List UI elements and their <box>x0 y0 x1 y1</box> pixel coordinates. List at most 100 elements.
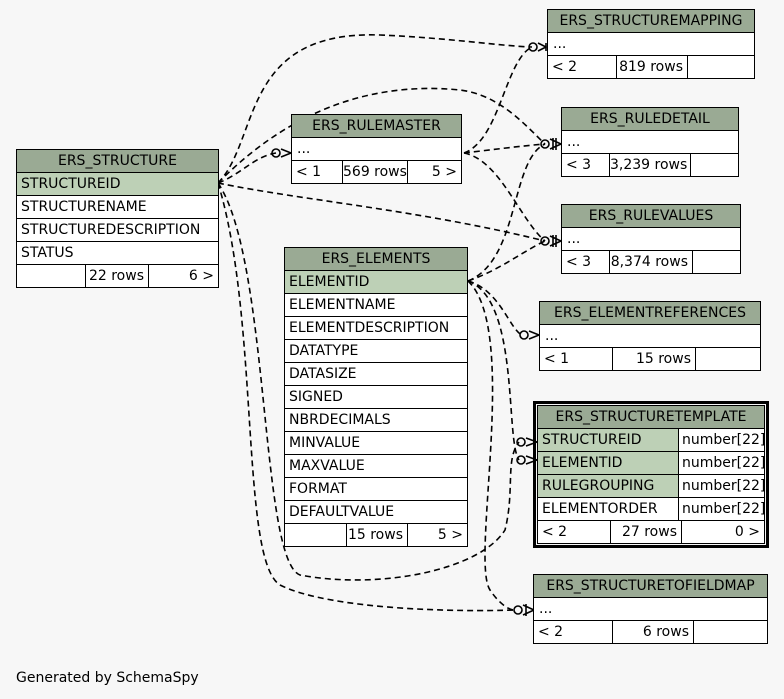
marker-structuretofieldmap <box>513 605 523 615</box>
column-structureid[interactable]: STRUCTUREID <box>17 173 218 196</box>
table-footer: < 1 15 rows <box>540 348 760 370</box>
crowfoot-structuretemplate-1 <box>525 437 540 447</box>
edge-rulemaster-structuremapping <box>463 46 533 154</box>
column-elementorder[interactable]: ELEMENTORDER number[22] <box>538 498 764 521</box>
column-elementid[interactable]: ELEMENTID number[22] <box>538 452 764 475</box>
table-title[interactable]: ERS_ELEMENTS <box>285 248 467 271</box>
edge-elements-structuretemplate <box>467 280 520 461</box>
table-title[interactable]: ERS_ELEMENTREFERENCES <box>540 302 760 325</box>
child-count <box>696 348 760 370</box>
column-type: number[22] <box>679 498 764 520</box>
row-count: 3,239 rows <box>610 154 691 176</box>
table-ers-structuremapping[interactable]: ERS_STRUCTUREMAPPING ... < 2 819 rows <box>547 9 755 79</box>
column-ellipsis: ... <box>292 138 461 161</box>
column-name: ELEMENTID <box>538 452 679 474</box>
column-maxvalue[interactable]: MAXVALUE <box>285 455 467 478</box>
edge-structure-rulemaster <box>217 152 277 184</box>
marker-structuretemplate-1 <box>516 437 526 447</box>
marker-rulemaster <box>271 148 281 158</box>
row-count: 27 rows <box>611 521 682 543</box>
table-title[interactable]: ERS_RULEMASTER <box>292 115 461 138</box>
column-nbrdecimals[interactable]: NBRDECIMALS <box>285 409 467 432</box>
column-minvalue[interactable]: MINVALUE <box>285 432 467 455</box>
child-count: 5 > <box>437 527 463 543</box>
table-title[interactable]: ERS_RULEDETAIL <box>562 108 738 131</box>
column-rulegrouping[interactable]: RULEGROUPING number[22] <box>538 475 764 498</box>
edge-elements-elementreferences <box>467 280 523 336</box>
parent-count <box>285 524 347 546</box>
table-title[interactable]: ERS_RULEVALUES <box>562 205 740 228</box>
column-type: number[22] <box>679 475 764 497</box>
column-defaultvalue[interactable]: DEFAULTVALUE <box>285 501 467 524</box>
column-type: number[22] <box>679 452 764 474</box>
table-footer: < 2 27 rows 0 > <box>538 521 764 543</box>
child-count <box>694 621 767 643</box>
parent-count: < 1 <box>540 348 613 370</box>
edge-elements-structuretofieldmap <box>467 280 515 611</box>
table-title[interactable]: ERS_STRUCTUREMAPPING <box>548 10 754 33</box>
parent-count: < 2 <box>534 621 613 643</box>
row-count: 15 rows <box>347 524 408 546</box>
crowfoot-ruledetail <box>549 138 563 150</box>
column-status[interactable]: STATUS <box>17 242 218 265</box>
parent-count <box>17 265 86 287</box>
table-ers-structuretemplate[interactable]: ERS_STRUCTURETEMPLATE STRUCTUREID number… <box>533 401 769 548</box>
column-type: number[22] <box>679 429 764 451</box>
table-ers-elements[interactable]: ERS_ELEMENTS ELEMENTID ELEMENTNAME ELEME… <box>284 247 468 547</box>
column-elementdescription[interactable]: ELEMENTDESCRIPTION <box>285 317 467 340</box>
column-signed[interactable]: SIGNED <box>285 386 467 409</box>
column-ellipsis: ... <box>534 598 767 621</box>
row-count: 6 rows <box>613 621 694 643</box>
column-elementname[interactable]: ELEMENTNAME <box>285 294 467 317</box>
table-ers-rulemaster[interactable]: ERS_RULEMASTER ... < 1 569 rows 5 > <box>291 114 462 184</box>
child-count <box>693 251 740 273</box>
table-footer: < 2 6 rows <box>534 621 767 643</box>
column-format[interactable]: FORMAT <box>285 478 467 501</box>
marker-rulevalues <box>540 236 550 246</box>
crowfoot-structuretemplate-2 <box>525 455 540 465</box>
table-footer: < 1 569 rows 5 > <box>292 161 461 183</box>
column-ellipsis: ... <box>540 325 760 348</box>
table-title[interactable]: ERS_STRUCTURE <box>17 150 218 173</box>
edge-structure-ruledetail <box>217 87 546 184</box>
column-elementid[interactable]: ELEMENTID <box>285 271 467 294</box>
crowfoot-rulemaster <box>280 148 294 158</box>
child-count: 5 > <box>431 164 457 180</box>
crowfoot-rulevalues <box>549 235 563 247</box>
crowfoot-elementreferences <box>528 330 542 340</box>
table-title[interactable]: ERS_STRUCTURETEMPLATE <box>538 406 764 429</box>
table-footer: < 2 819 rows <box>548 56 754 78</box>
column-name: ELEMENTORDER <box>538 498 679 520</box>
table-ers-ruledetail[interactable]: ERS_RULEDETAIL ... < 3 3,239 rows <box>561 107 739 177</box>
table-ers-structuretofieldmap[interactable]: ERS_STRUCTURETOFIELDMAP ... < 2 6 rows <box>533 574 768 644</box>
child-count: 6 > <box>188 268 214 284</box>
row-count: 819 rows <box>617 56 688 78</box>
table-ers-structure[interactable]: ERS_STRUCTURE STRUCTUREID STRUCTURENAME … <box>16 149 219 288</box>
row-count: 22 rows <box>86 265 149 287</box>
parent-count: < 1 <box>292 161 343 183</box>
column-structurename[interactable]: STRUCTURENAME <box>17 196 218 219</box>
marker-structuretemplate-2 <box>516 455 526 465</box>
edge-structure-structuretemplate <box>217 182 520 581</box>
parent-count: < 2 <box>548 56 617 78</box>
table-ers-rulevalues[interactable]: ERS_RULEVALUES ... < 3 8,374 rows <box>561 204 741 274</box>
table-footer: 15 rows 5 > <box>285 524 467 546</box>
edge-rulemaster-rulevalues <box>463 152 546 242</box>
row-count: 15 rows <box>613 348 696 370</box>
child-count <box>688 56 754 78</box>
edge-elements-ruledetail <box>467 143 546 282</box>
edge-structure-rulevalues <box>217 182 546 242</box>
column-datasize[interactable]: DATASIZE <box>285 363 467 386</box>
edge-structure-structuremapping <box>217 34 533 184</box>
column-name: RULEGROUPING <box>538 475 679 497</box>
marker-structuremapping <box>528 42 538 52</box>
column-structureid[interactable]: STRUCTUREID number[22] <box>538 429 764 452</box>
column-structuredescription[interactable]: STRUCTUREDESCRIPTION <box>17 219 218 242</box>
row-count: 569 rows <box>343 161 408 183</box>
row-count: 8,374 rows <box>610 251 693 273</box>
table-ers-elementreferences[interactable]: ERS_ELEMENTREFERENCES ... < 1 15 rows <box>539 301 761 371</box>
column-datatype[interactable]: DATATYPE <box>285 340 467 363</box>
table-title[interactable]: ERS_STRUCTURETOFIELDMAP <box>534 575 767 598</box>
marker-elementreferences <box>519 330 529 340</box>
column-ellipsis: ... <box>548 33 754 56</box>
